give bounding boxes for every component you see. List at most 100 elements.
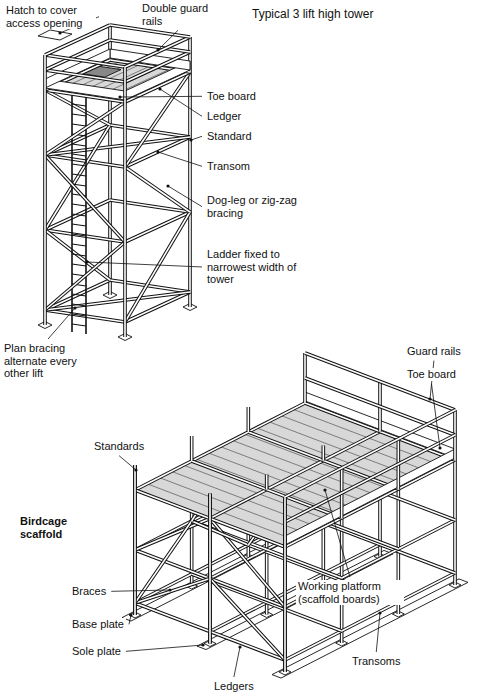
leader-line — [120, 96, 202, 98]
leader-dot — [438, 446, 441, 449]
tube-outline — [285, 460, 455, 547]
tube-outline — [210, 579, 285, 661]
leader-dot — [129, 613, 132, 616]
tube-core — [285, 573, 455, 660]
working-platform — [135, 403, 455, 547]
ladder-rung — [72, 314, 86, 316]
tube-outline — [322, 446, 326, 461]
leader-line — [126, 645, 203, 651]
leader-dot — [166, 184, 169, 187]
leader-line — [160, 89, 202, 116]
figure-title: Birdcage scaffold — [18, 515, 84, 540]
leader-line — [158, 152, 202, 166]
leader-dot — [73, 306, 76, 309]
ladder-rung — [72, 164, 86, 166]
tube-core — [45, 242, 125, 310]
tube-core — [125, 212, 190, 322]
leader-dot — [238, 645, 241, 648]
tube-core — [192, 461, 342, 518]
tube-core — [134, 465, 136, 615]
tube-core — [45, 25, 110, 55]
ladder-rung — [72, 214, 86, 216]
leader-dot — [428, 397, 431, 400]
tube-core — [248, 432, 398, 489]
ladder-rung — [72, 324, 86, 326]
tube-core — [191, 436, 193, 461]
tube-outline — [190, 436, 194, 461]
tube-outline — [285, 435, 455, 522]
part-label: Ladder fixed to narrowest width of tower — [205, 248, 319, 286]
tube-core — [44, 55, 46, 325]
tube-core — [305, 353, 455, 410]
tube-core — [45, 55, 125, 67]
tube-core — [125, 167, 190, 212]
part-label: Base plate — [70, 618, 126, 631]
tube-core — [285, 435, 455, 522]
leader-dot — [201, 643, 204, 646]
part-label: Plan bracing alternate every other lift — [2, 342, 94, 380]
leader-line — [191, 136, 202, 140]
tube-outline — [45, 310, 125, 322]
tube-core — [454, 460, 456, 585]
tube-core — [45, 155, 125, 242]
tube-outline — [305, 378, 455, 435]
tube-outline — [45, 70, 125, 82]
tube-outline — [248, 432, 398, 489]
leader-line — [376, 613, 380, 652]
tube-outline — [285, 410, 455, 497]
leader-dot — [134, 468, 137, 471]
tube-outline — [283, 497, 287, 672]
ladder-rung — [72, 264, 86, 266]
leader-dot — [323, 488, 326, 491]
part-label: Standards — [92, 440, 146, 453]
ladder-rung — [72, 304, 86, 306]
tube-outline — [192, 461, 342, 518]
tube-core — [323, 446, 325, 461]
tube-outline — [45, 242, 125, 310]
leader-dot — [378, 611, 381, 614]
tube-outline — [45, 102, 125, 155]
tube-outline — [125, 167, 190, 212]
ladder-rung — [72, 254, 86, 256]
tube-outline — [45, 25, 110, 55]
tube-outline — [43, 55, 47, 325]
tube-core — [45, 102, 125, 155]
tube-outline — [247, 407, 251, 432]
tube-core — [125, 52, 190, 82]
part-label: Toe board — [405, 368, 458, 381]
part-label: Hatch to cover access opening — [4, 4, 96, 29]
leader-line — [168, 186, 202, 207]
leader-dot — [156, 48, 159, 51]
tube-core — [45, 310, 125, 322]
tube-core — [45, 70, 125, 82]
ladder-rung — [72, 234, 86, 236]
leader-line — [234, 647, 240, 677]
tube-outline — [125, 52, 190, 82]
part-label: Dog-leg or zig-zag bracing — [205, 194, 304, 219]
tube-core — [285, 410, 455, 497]
leader-line — [325, 490, 350, 577]
tube-core — [248, 407, 250, 432]
part-label: Toe board — [205, 90, 258, 103]
tube-outline — [123, 67, 127, 337]
ladder-rung — [72, 204, 86, 206]
part-label: Double guard rails — [140, 2, 216, 27]
tube-outline — [125, 37, 190, 67]
tube-outline — [208, 494, 212, 644]
tube-core — [125, 37, 190, 67]
ladder-rung — [72, 174, 86, 176]
leader-line — [48, 308, 75, 339]
leader-dot — [156, 150, 159, 153]
leader-dot — [189, 138, 192, 141]
leader-dot — [118, 95, 121, 98]
tube-core — [135, 403, 305, 490]
leader-line — [119, 456, 136, 470]
ladder-rung — [72, 144, 86, 146]
ladder-rung — [72, 104, 86, 106]
ladder-rung — [72, 244, 86, 246]
part-label: Ledgers — [212, 680, 256, 693]
part-label: Braces — [70, 585, 108, 598]
tube-core — [45, 292, 190, 310]
part-label: Transoms — [350, 655, 403, 668]
